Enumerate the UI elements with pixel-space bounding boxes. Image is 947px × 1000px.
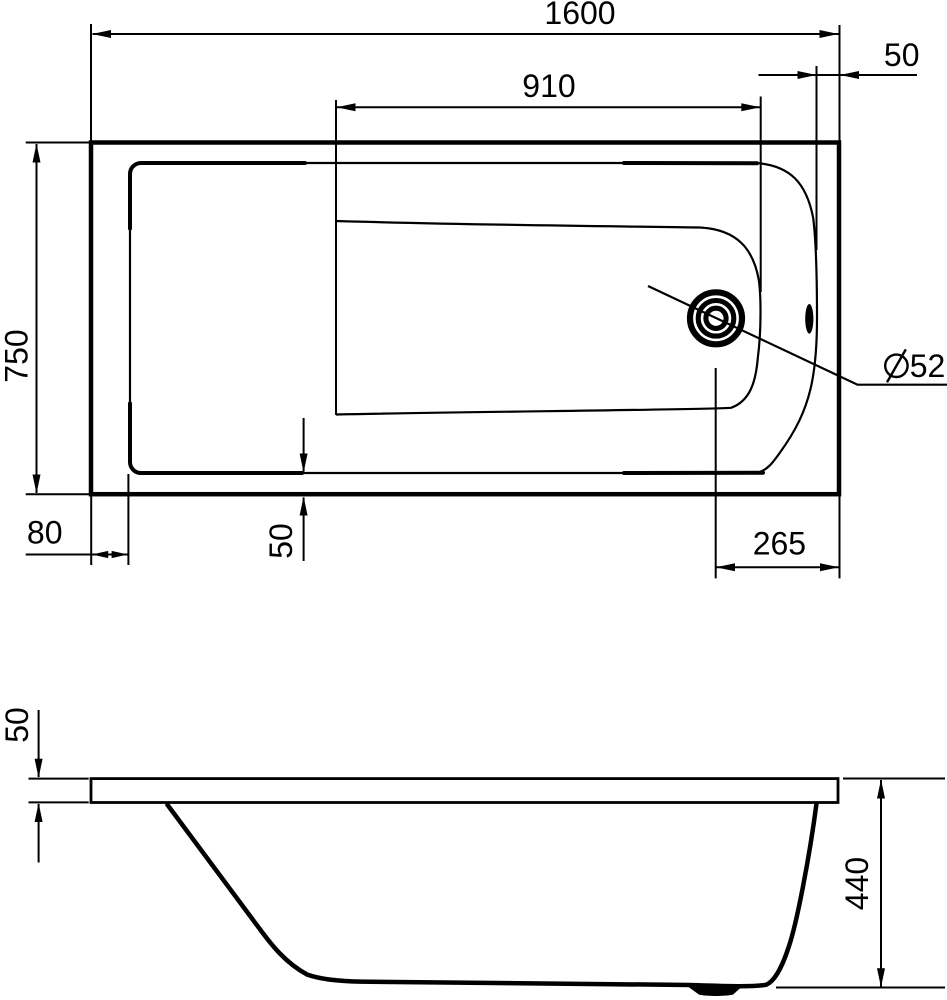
svg-text:50: 50 [884,37,920,73]
svg-text:440: 440 [839,857,875,910]
svg-text:52: 52 [910,348,946,384]
svg-text:910: 910 [522,68,575,104]
svg-text:1600: 1600 [544,0,615,31]
svg-text:265: 265 [753,526,806,562]
svg-text:50: 50 [263,523,299,559]
svg-text:750: 750 [0,329,35,382]
svg-text:80: 80 [27,515,63,551]
svg-text:50: 50 [0,707,35,743]
